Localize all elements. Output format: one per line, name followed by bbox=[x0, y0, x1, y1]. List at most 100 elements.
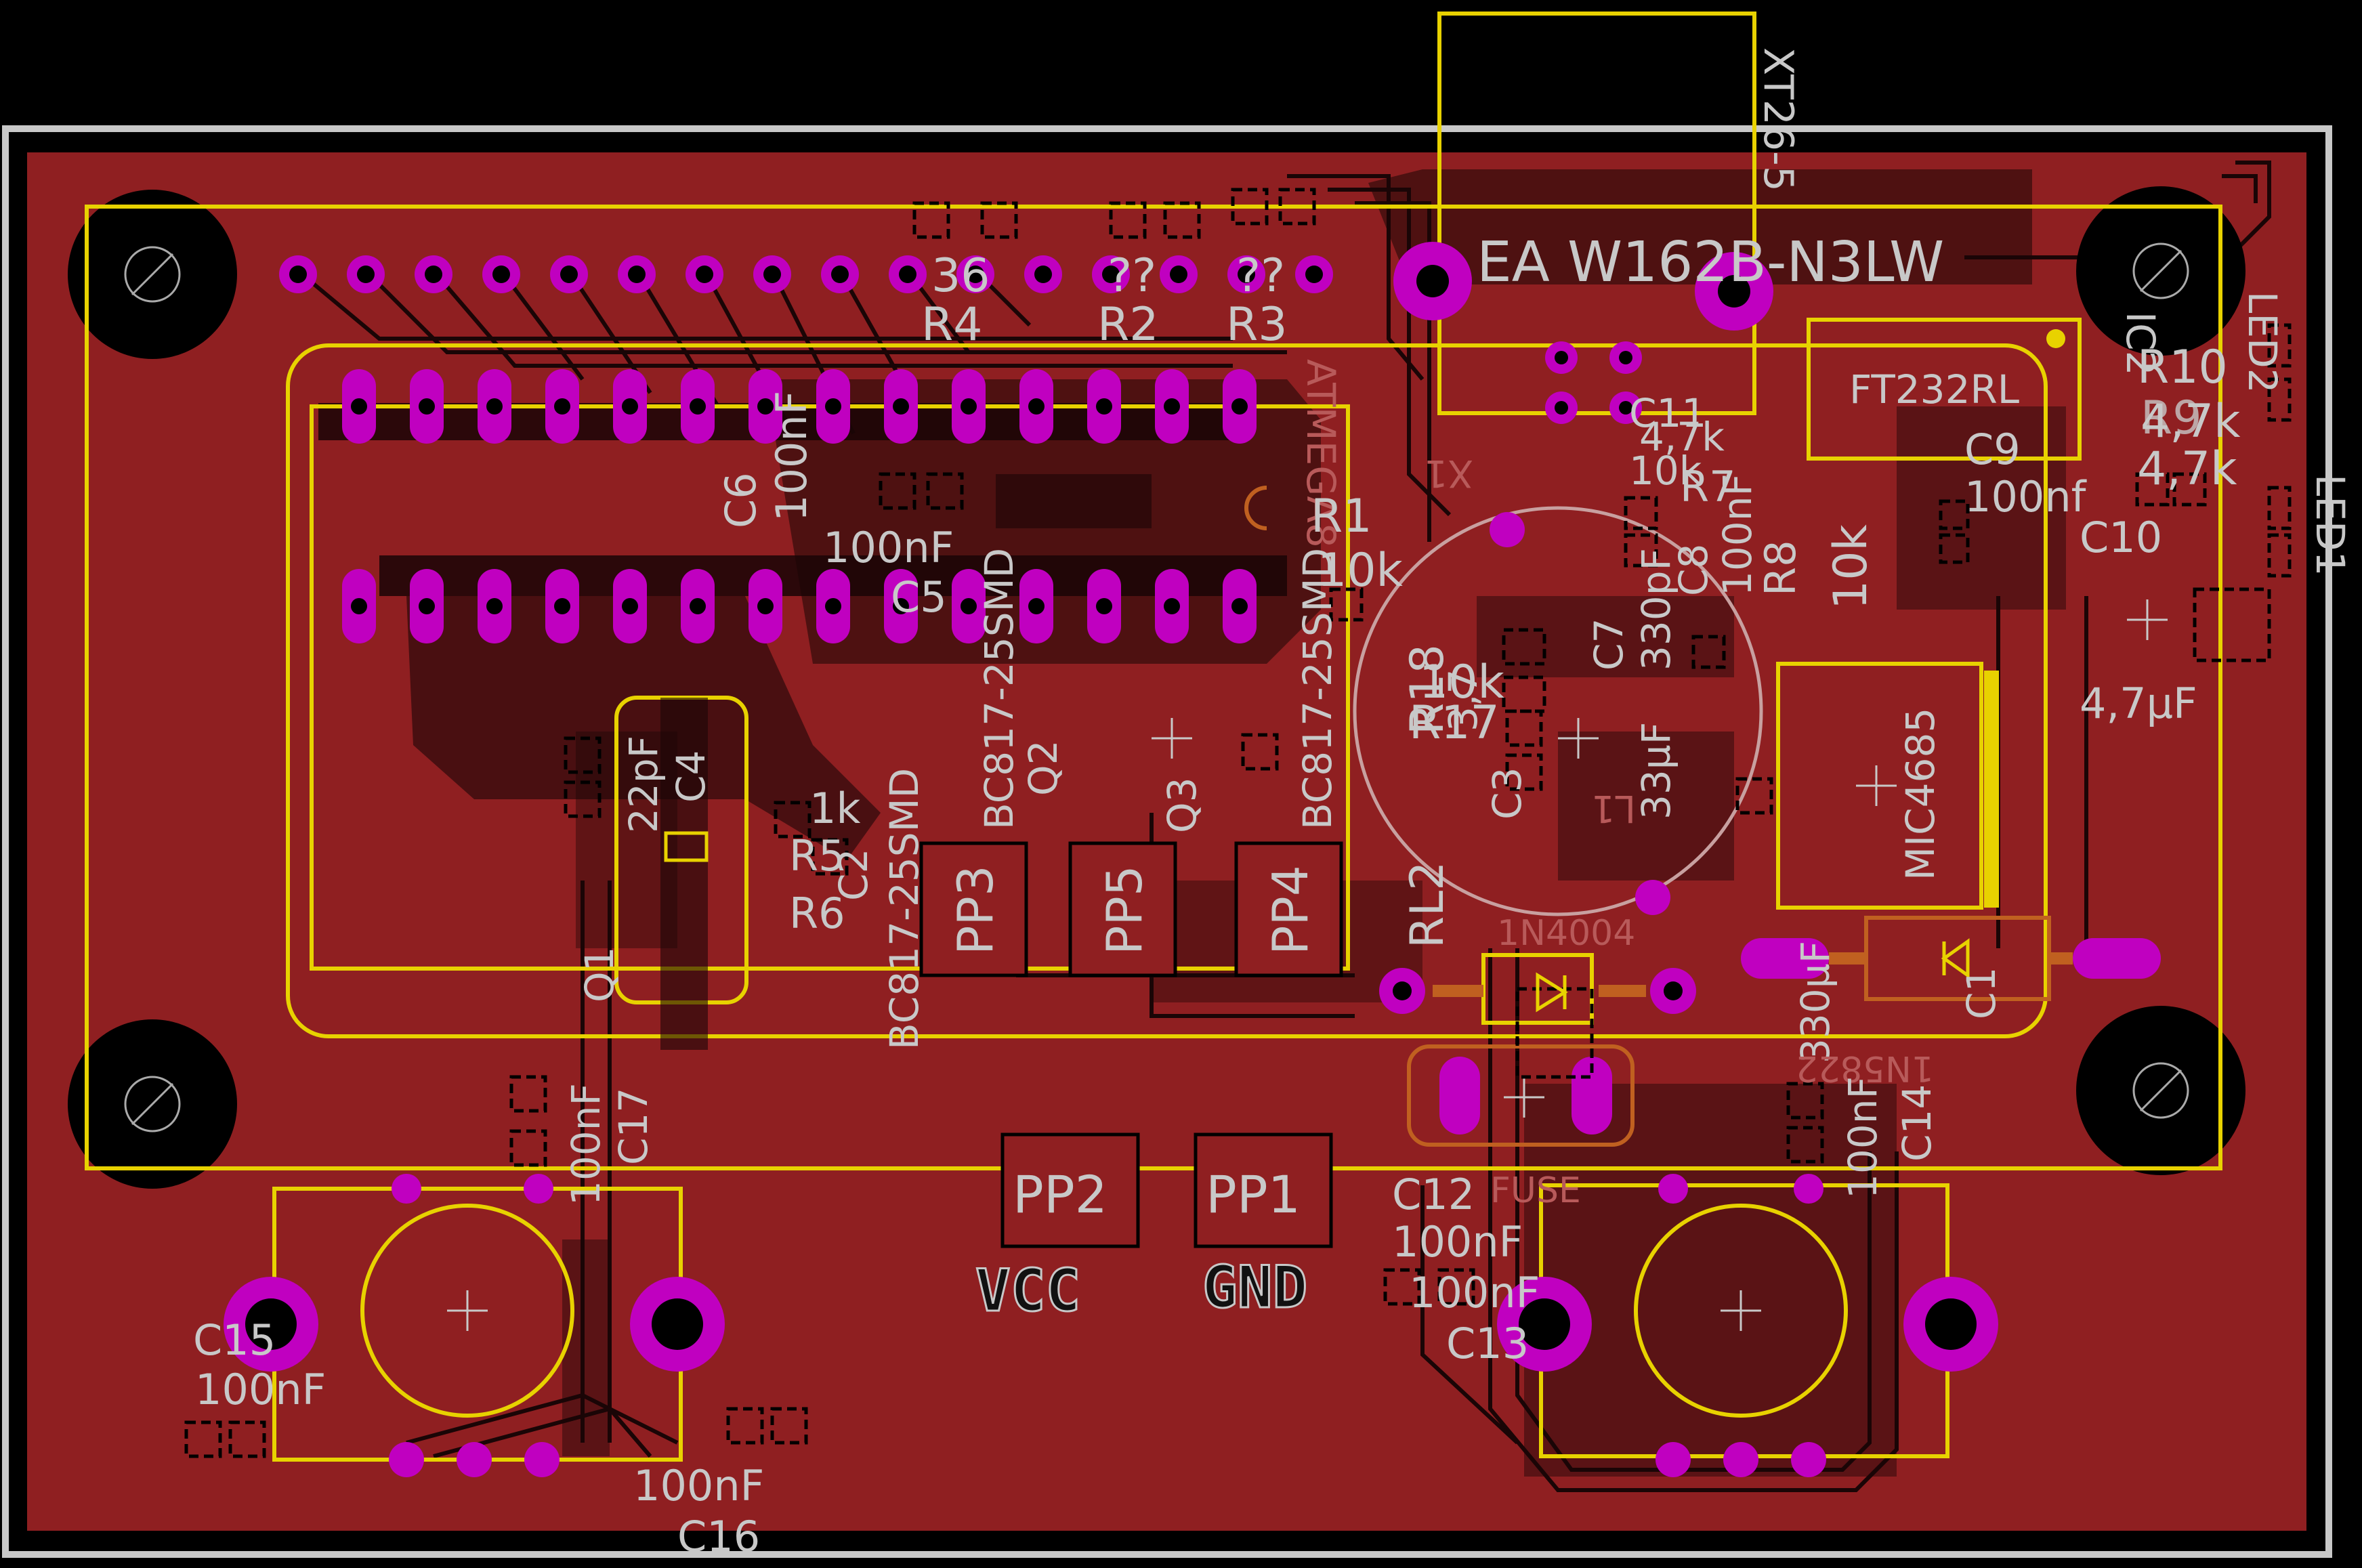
atmega-pin[interactable] bbox=[410, 369, 444, 444]
display-header-pin[interactable] bbox=[753, 255, 791, 293]
svg-text:10k: 10k bbox=[1419, 656, 1505, 709]
svg-text:BC817-25SMD: BC817-25SMD bbox=[1294, 548, 1341, 830]
display-header-pin[interactable] bbox=[279, 255, 317, 293]
rotary-left-pads[interactable] bbox=[224, 1174, 725, 1477]
display-header-pin[interactable] bbox=[1295, 255, 1333, 293]
atmega-pin[interactable] bbox=[952, 569, 986, 643]
atmega-pin[interactable] bbox=[342, 569, 376, 643]
svg-text:100nF: 100nF bbox=[767, 391, 816, 522]
svg-text:C6: C6 bbox=[716, 472, 765, 528]
svg-text:C10: C10 bbox=[2080, 513, 2162, 562]
atmega-pin[interactable] bbox=[1223, 569, 1257, 643]
svg-text:4,7µF: 4,7µF bbox=[2080, 679, 2197, 728]
crystal-part-label: XT26-5 bbox=[1754, 47, 1802, 192]
svg-text:R3: R3 bbox=[1226, 298, 1288, 352]
svg-text:100nF: 100nF bbox=[563, 1083, 609, 1206]
atmega-pin[interactable] bbox=[681, 369, 715, 444]
svg-text:10k: 10k bbox=[1824, 524, 1878, 610]
atmega-pin[interactable] bbox=[1223, 369, 1257, 444]
power-pads[interactable] bbox=[1379, 938, 2161, 1135]
atmega-pin[interactable] bbox=[681, 569, 715, 643]
display-header-pin[interactable] bbox=[550, 255, 588, 293]
svg-text:RL2: RL2 bbox=[1401, 862, 1454, 948]
rotary-right-pads[interactable] bbox=[1497, 1174, 1998, 1477]
svg-text:??: ?? bbox=[1108, 249, 1156, 303]
svg-text:R2: R2 bbox=[1097, 298, 1159, 352]
svg-text:C1: C1 bbox=[1958, 967, 2004, 1019]
atmega-outline bbox=[286, 343, 2048, 1038]
fuse-outline bbox=[1407, 1044, 1635, 1147]
svg-text:C11: C11 bbox=[1629, 390, 1706, 436]
atmega-pin[interactable] bbox=[613, 369, 647, 444]
atmega-pin[interactable] bbox=[816, 369, 850, 444]
display-header-pin[interactable] bbox=[347, 255, 385, 293]
atmega-pin[interactable] bbox=[884, 369, 918, 444]
display-header-pin[interactable] bbox=[821, 255, 859, 293]
display-header-pin[interactable] bbox=[618, 255, 656, 293]
buzzer-pads[interactable] bbox=[1490, 512, 1670, 915]
display-header-pin[interactable] bbox=[686, 255, 723, 293]
atmega-pin[interactable] bbox=[1155, 369, 1189, 444]
svg-text:LED1: LED1 bbox=[2307, 474, 2353, 576]
display-header-pin[interactable] bbox=[482, 255, 520, 293]
svg-text:R10: R10 bbox=[2137, 341, 2228, 394]
rotary-left-knob bbox=[360, 1204, 574, 1418]
svg-text:C16: C16 bbox=[677, 1512, 760, 1561]
crystal-pads[interactable] bbox=[1393, 242, 1773, 331]
atmega-pin[interactable] bbox=[748, 369, 782, 444]
atmega-pin[interactable] bbox=[545, 569, 579, 643]
buzzer-outline bbox=[1353, 506, 1763, 916]
svg-text:C8: C8 bbox=[1670, 544, 1716, 596]
display-header-pin[interactable] bbox=[1092, 255, 1130, 293]
crystal-ref-label: X1 bbox=[1424, 452, 1473, 495]
atmega-pin[interactable] bbox=[1155, 569, 1189, 643]
display-header-pin[interactable] bbox=[1160, 255, 1198, 293]
atmega-pin[interactable] bbox=[1087, 369, 1121, 444]
atmega-pin[interactable] bbox=[545, 369, 579, 444]
svg-text:C4: C4 bbox=[668, 750, 714, 803]
atmega-pins-bottom[interactable] bbox=[342, 569, 1257, 643]
smd-pads[interactable] bbox=[184, 188, 2292, 1458]
atmega-pin[interactable] bbox=[478, 369, 511, 444]
atmega-pin[interactable] bbox=[748, 569, 782, 643]
atmega-pin[interactable] bbox=[410, 569, 444, 643]
display-outline bbox=[85, 205, 2222, 1170]
atmega-pin[interactable] bbox=[1019, 369, 1053, 444]
svg-text:4,7k: 4,7k bbox=[2140, 395, 2241, 448]
display-header-pin[interactable] bbox=[956, 255, 994, 293]
svg-text:4,7k: 4,7k bbox=[2137, 442, 2237, 496]
display-part-label: EA W162B-N3LW bbox=[1477, 230, 1944, 295]
atmega-pins-top[interactable] bbox=[342, 369, 1257, 444]
svg-text:100nF: 100nF bbox=[1840, 1076, 1886, 1199]
atmega-pin[interactable] bbox=[884, 569, 918, 643]
svg-text:R17: R17 bbox=[1409, 696, 1500, 750]
diode-symbols bbox=[1536, 938, 1970, 1013]
pp3-pad bbox=[919, 841, 1028, 977]
atmega-pin[interactable] bbox=[816, 569, 850, 643]
atmega-pin[interactable] bbox=[478, 569, 511, 643]
svg-text:R6: R6 bbox=[789, 889, 845, 938]
svg-text:BC817-25SMD: BC817-25SMD bbox=[881, 768, 927, 1050]
svg-text:R5: R5 bbox=[789, 831, 845, 881]
svg-text:Q3: Q3 bbox=[1159, 777, 1205, 833]
svg-text:C2: C2 bbox=[830, 849, 877, 901]
atmega-pin[interactable] bbox=[342, 369, 376, 444]
svg-text:36: 36 bbox=[931, 249, 990, 303]
display-header-pin[interactable] bbox=[1024, 255, 1062, 293]
test-points[interactable] bbox=[919, 841, 1343, 1248]
atmega-pin[interactable] bbox=[952, 369, 986, 444]
display-header-pins[interactable] bbox=[279, 255, 1333, 293]
display-header-pin[interactable] bbox=[889, 255, 927, 293]
atmega-pin[interactable] bbox=[1087, 569, 1121, 643]
atmega-pin[interactable] bbox=[1019, 569, 1053, 643]
rotary-right-knob bbox=[1634, 1204, 1848, 1418]
component-labels: EA W162B-N3LW XT26-5 X1 36 R4 ?? R2 ?? R… bbox=[193, 47, 2353, 1561]
atmega-pin[interactable] bbox=[613, 569, 647, 643]
mounting-hole-tl bbox=[68, 190, 237, 359]
svg-text:10k: 10k bbox=[1629, 448, 1702, 494]
display-header-pin[interactable] bbox=[1227, 255, 1265, 293]
display-header-pin[interactable] bbox=[415, 255, 452, 293]
svg-text:PP5: PP5 bbox=[1096, 865, 1153, 955]
